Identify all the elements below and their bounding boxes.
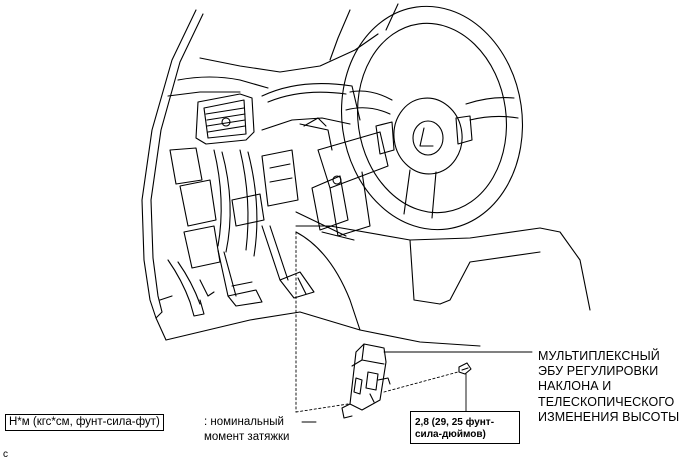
torque-spec-line-2: сила-дюймов) [415, 429, 486, 440]
legend-description-line-2: момент затяжки [204, 431, 290, 443]
multiplex-ecu-module [341, 343, 391, 419]
steering-wheel [340, 5, 524, 231]
torque-unit-legend: Н*м (кгс*см, фунт-сила-фут) [5, 414, 164, 431]
air-vent [195, 93, 255, 145]
callout-line-1: МУЛЬТИПЛЕКСНЫЙ [538, 349, 660, 363]
a-pillar [141, 9, 204, 319]
torque-spec-box: 2,8 (29, 25 фунт- сила-дюймов) [410, 411, 520, 444]
callout-leaders [301, 351, 533, 423]
under-dash-harness [159, 147, 299, 317]
legend-description-line-1: : номинальный [204, 416, 284, 428]
torque-spec-line-1: 2,8 (29, 25 фунт- [415, 417, 495, 428]
steering-column [295, 117, 389, 241]
floor-console [155, 225, 591, 347]
cluster-hood [261, 82, 361, 131]
callout-line-3: НАКЛОНА И [538, 379, 612, 394]
illustration-code: c [3, 449, 8, 460]
dashed-leaders [295, 231, 459, 413]
callout-line-5: ИЗМЕНЕНИЯ ВЫСОТЫ [538, 409, 680, 424]
pedals [217, 225, 315, 307]
callout-line-2: ЭБУ РЕГУЛИРОВКИ [538, 364, 659, 379]
dashboard-top [167, 3, 399, 97]
callout-line-4: ТЕЛЕСКОПИЧЕСКОГО [538, 394, 675, 409]
bolt [458, 362, 472, 375]
ecu-callout-label: МУЛЬТИПЛЕКСНЫЙ ЭБУ РЕГУЛИРОВКИ НАКЛОНА И… [538, 349, 688, 425]
torque-legend-description: : номинальный момент затяжки [204, 415, 289, 445]
